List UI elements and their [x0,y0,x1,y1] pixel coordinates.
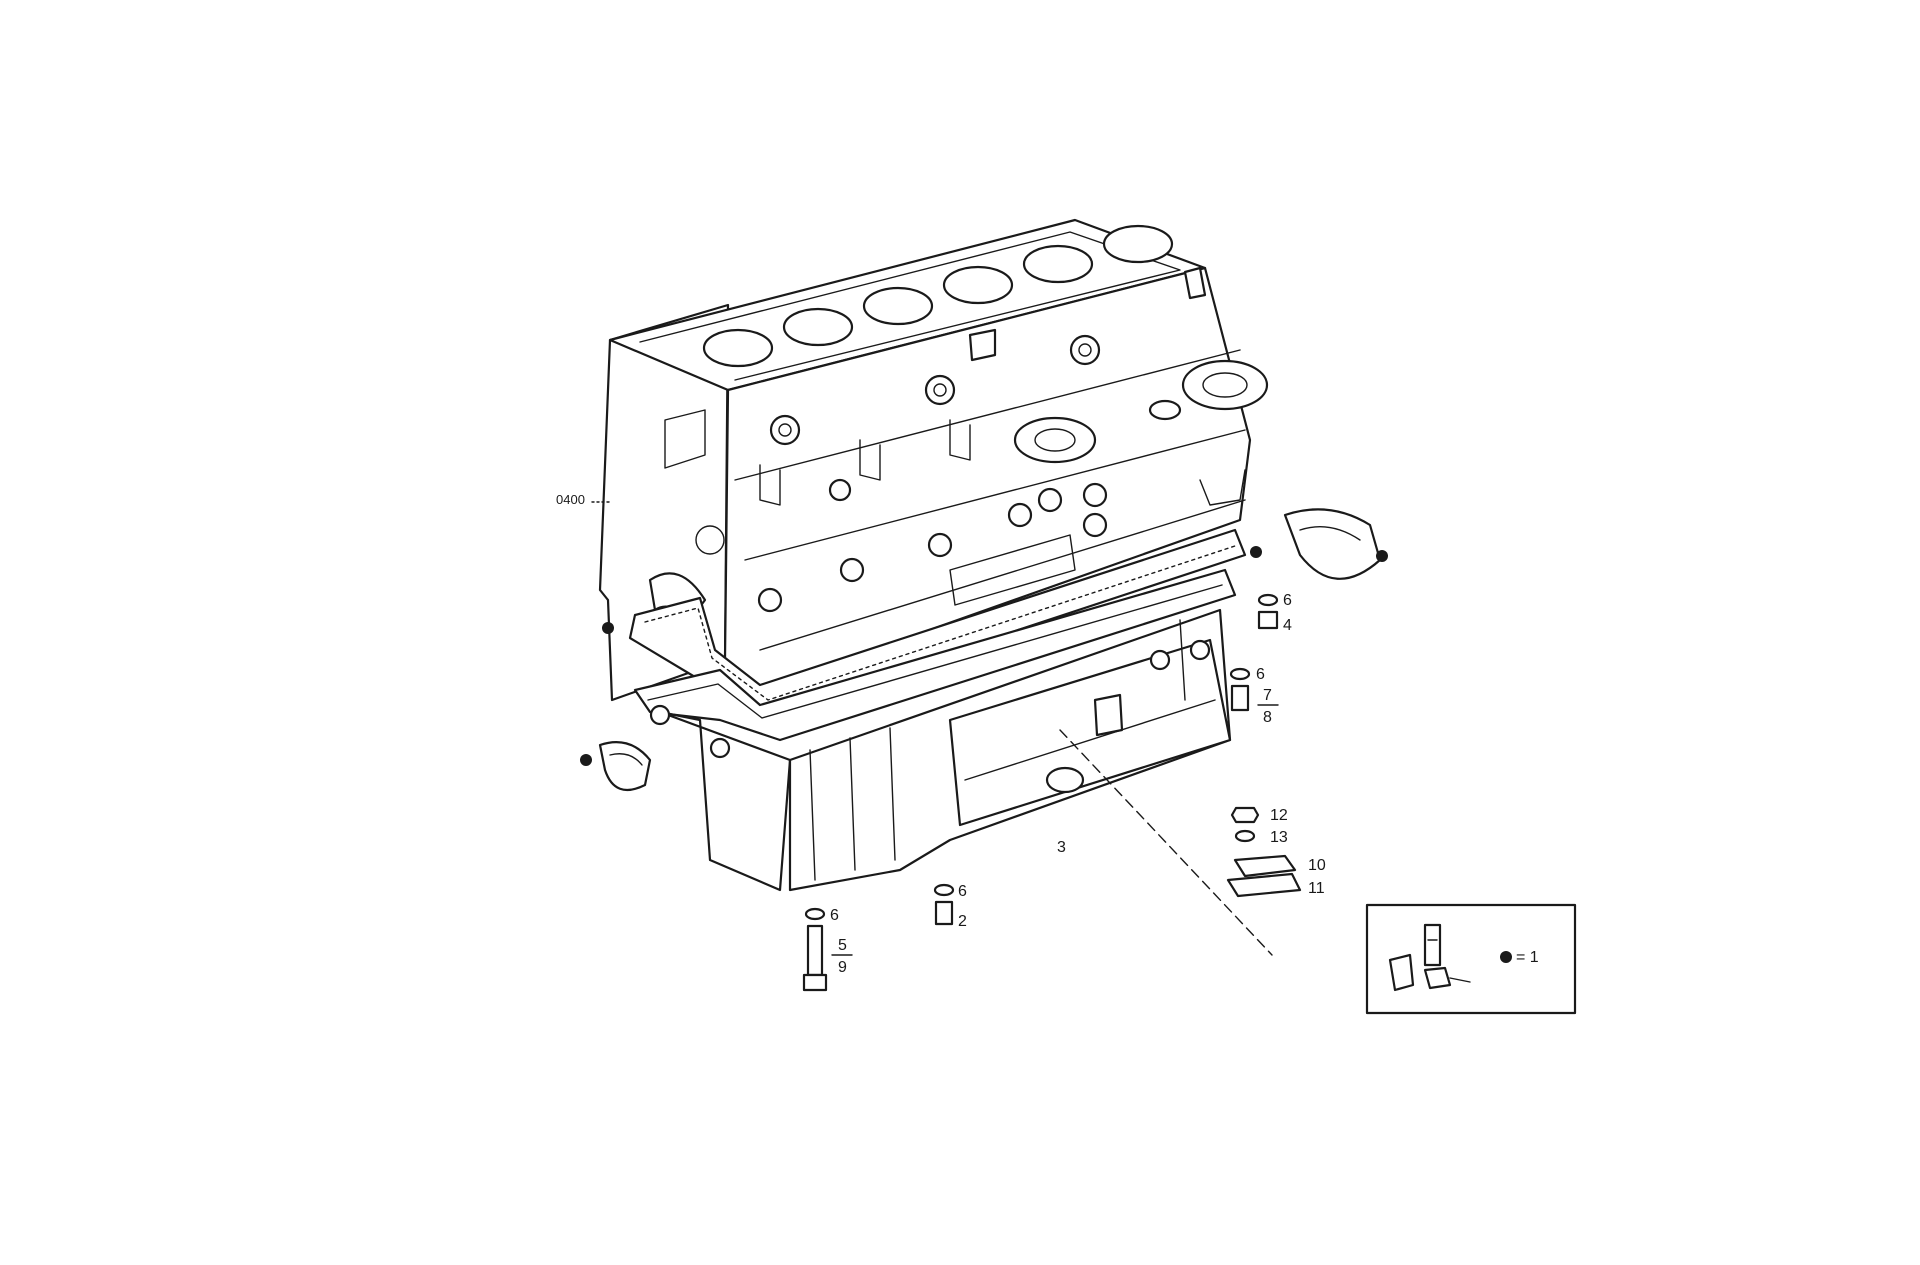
callout-label: 7 [1263,687,1272,704]
fasteners [802,593,1302,992]
mounting-pads [1013,359,1269,464]
leader-line [1059,729,1273,956]
block-bosses [757,334,1108,613]
legend-text: = 1 [1516,949,1539,966]
callout-label: 9 [838,959,847,976]
marker-dot [602,622,614,634]
marker-dot [1376,550,1388,562]
marker-dot [580,754,592,766]
reference-code-label: 0400 [556,492,585,507]
callout-label: 8 [1263,709,1272,726]
legend-inset: = 1 [1365,903,1577,1015]
callout-label: 12 [1270,807,1288,824]
sump-gasket [628,528,1247,714]
callout-label: 5 [838,937,847,954]
engine-block [598,218,1269,702]
legend-dot [1500,951,1512,963]
oil-sump [633,568,1237,892]
callout-label: 6 [830,907,839,924]
rear-seal-half [1283,508,1382,580]
callout-label: 4 [1283,617,1292,634]
callout-label: 2 [958,913,967,930]
callout-label: 11 [1308,880,1325,897]
callout-label: 6 [1256,666,1265,683]
front-seal-half [598,741,652,792]
callout-label: 13 [1270,829,1288,846]
callout-label: 3 [1057,839,1066,856]
legend-assembly-icon [1388,923,1471,992]
callout-label: 6 [1283,592,1292,609]
marker-dots [580,546,1388,766]
marker-dot [1250,546,1262,558]
callout-label: 10 [1308,857,1326,874]
cylinder-bores [702,224,1174,368]
callout-label: 6 [958,883,967,900]
callouts: 6 4 6 7 8 12 13 10 11 3 6 2 6 5 9 [830,592,1326,976]
